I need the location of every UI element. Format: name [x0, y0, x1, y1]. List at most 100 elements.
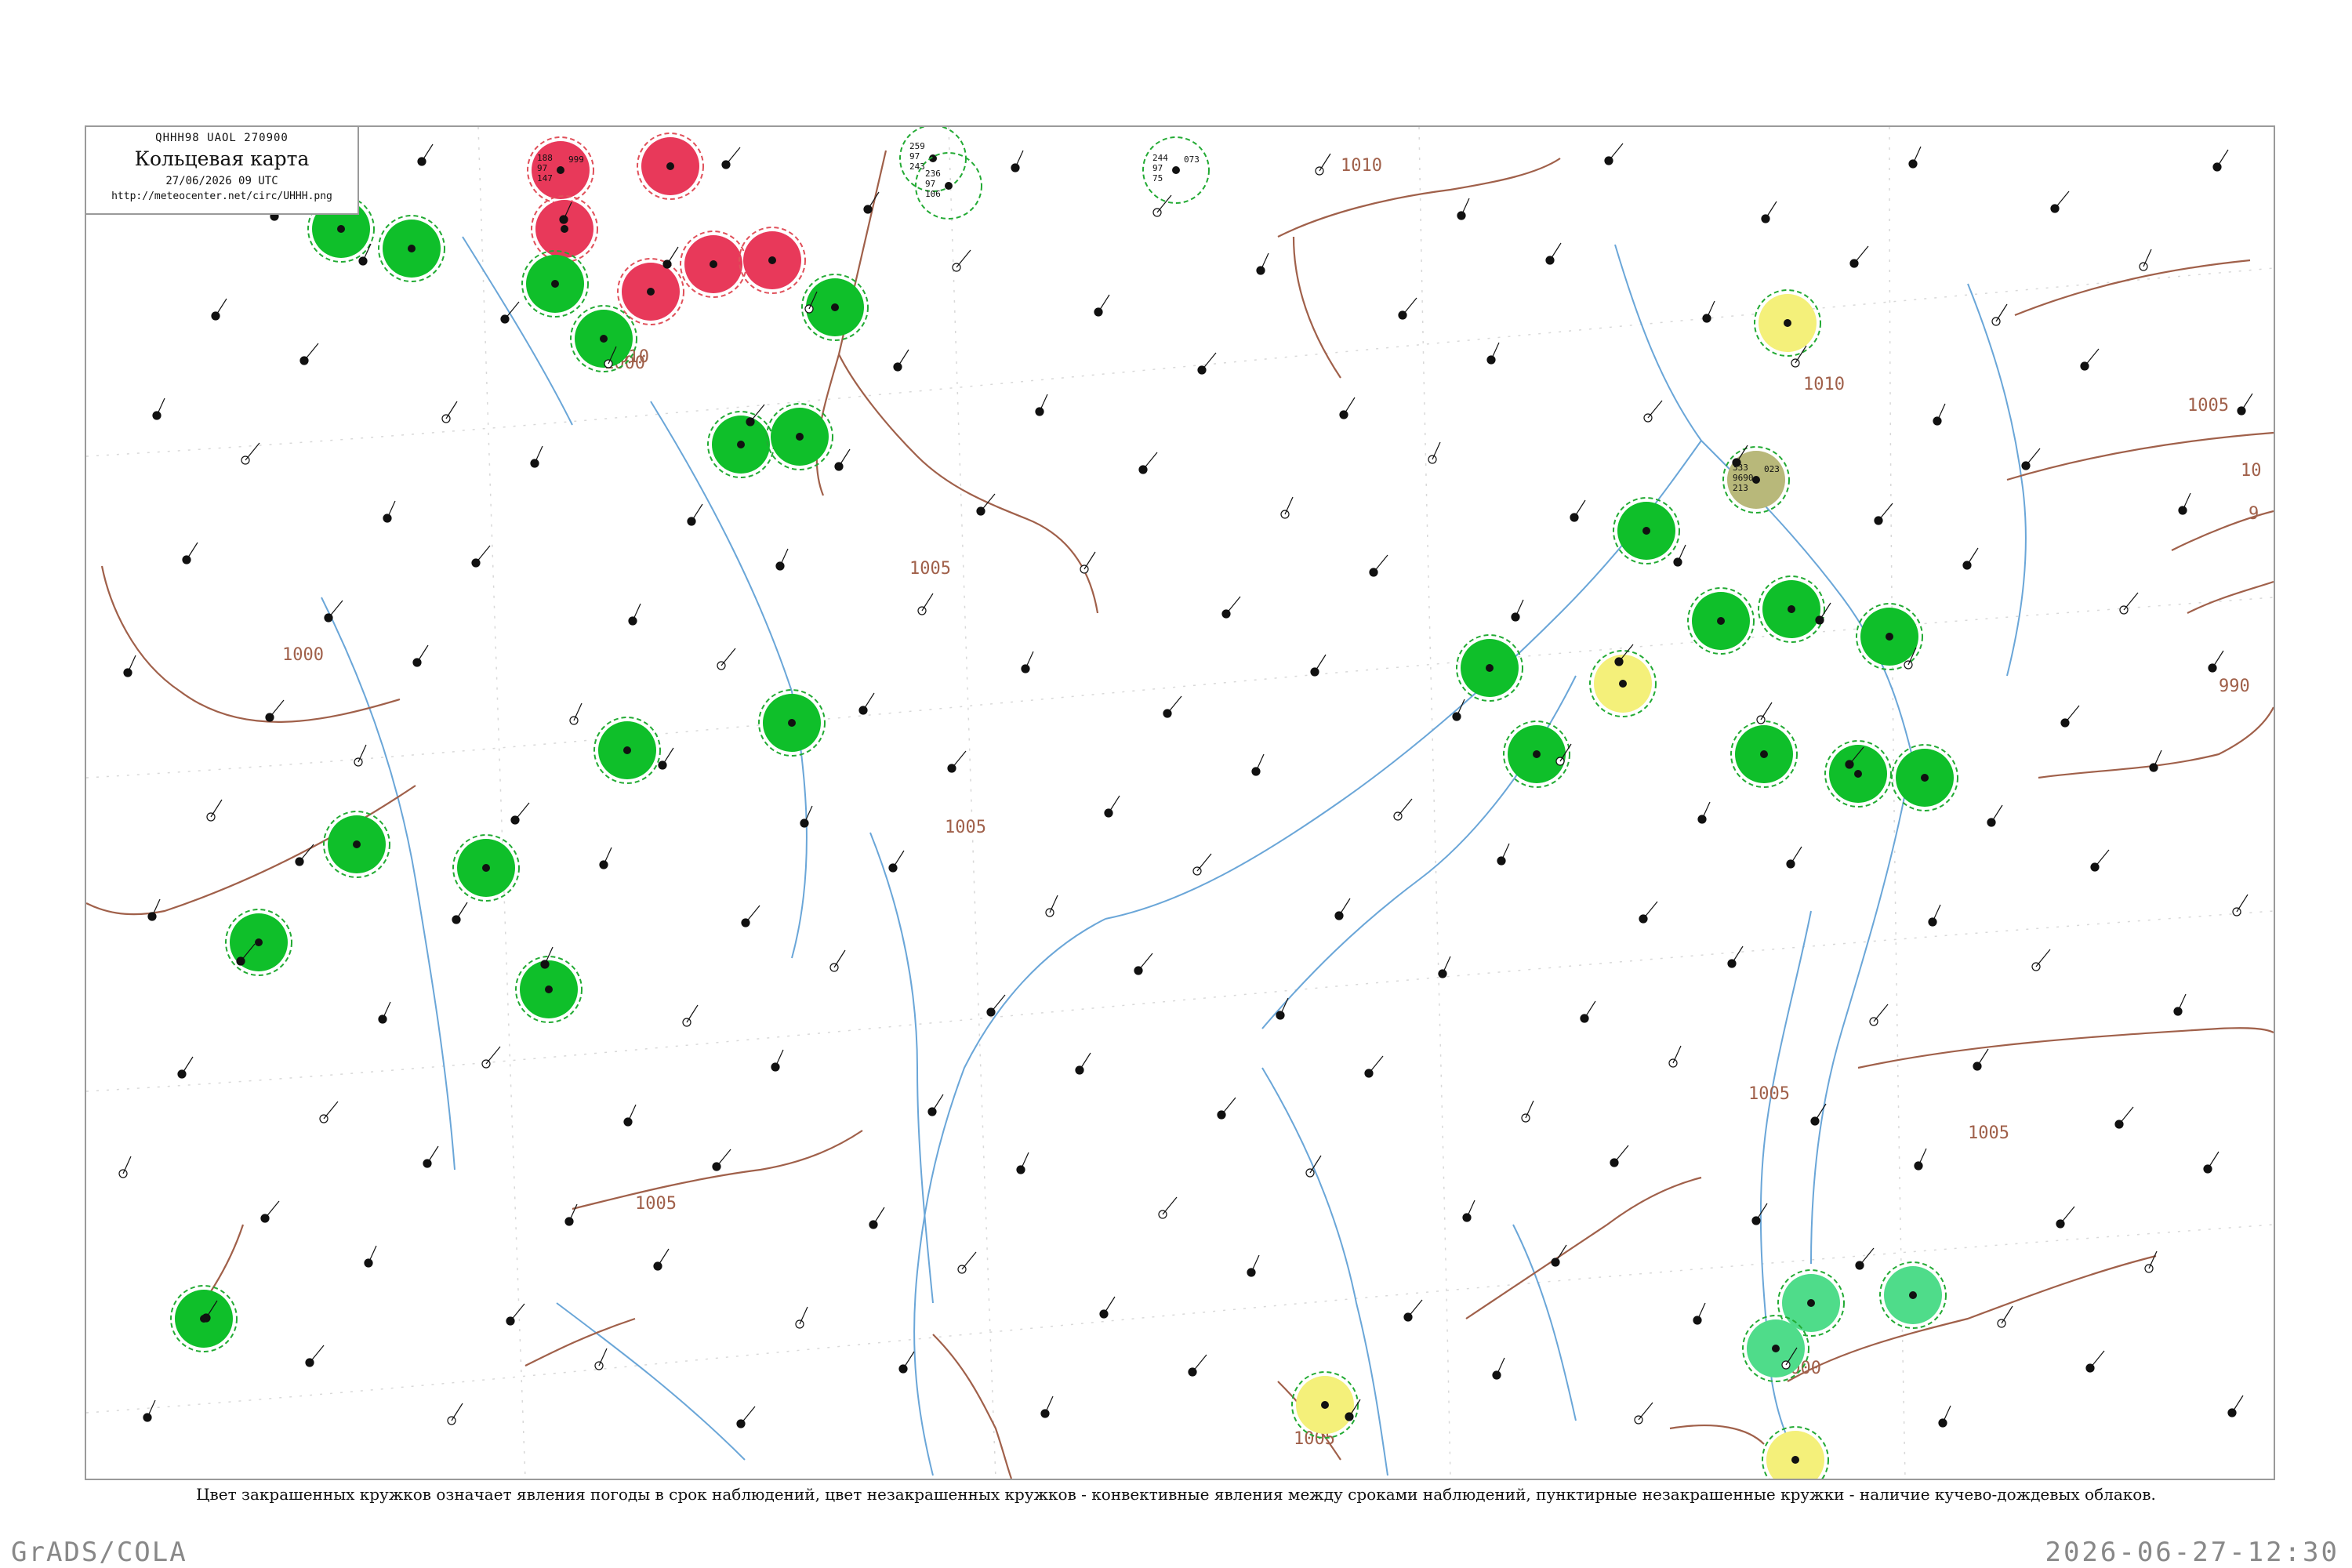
weather-station	[1758, 575, 1825, 643]
station-marker	[775, 548, 789, 571]
station-pressure: 073	[1184, 154, 1200, 165]
station-marker	[1991, 303, 2008, 326]
wind-barb	[1549, 242, 1562, 261]
wind-barb	[1819, 602, 1831, 621]
station-marker	[721, 147, 741, 169]
wind-barb	[1584, 1000, 1596, 1019]
cb-cloud-ring	[1291, 1371, 1359, 1439]
cb-cloud-ring	[1879, 1261, 1947, 1329]
station-marker	[2080, 348, 2100, 371]
station-marker	[2119, 592, 2139, 615]
station-marker	[1668, 1045, 1682, 1068]
wind-barb	[1461, 198, 1470, 216]
wind-barb	[1309, 1155, 1322, 1174]
isobar-label: 1000	[282, 645, 324, 665]
station-marker	[2060, 705, 2080, 728]
station-marker	[952, 249, 971, 272]
wind-barb	[1525, 1100, 1534, 1119]
station-value: 243	[909, 162, 925, 172]
station-marker	[500, 301, 520, 324]
station-marker	[1011, 150, 1024, 172]
cb-cloud-ring	[915, 152, 982, 220]
station-value: 97	[925, 179, 935, 189]
wind-barb	[1201, 352, 1217, 371]
wind-barb	[1814, 1103, 1827, 1122]
weather-station	[766, 403, 833, 470]
station-marker	[378, 1001, 391, 1024]
wind-barb	[2118, 1106, 2134, 1125]
wind-barb	[1025, 651, 1034, 670]
station-marker	[1398, 297, 1417, 320]
wind-barb	[1397, 798, 1413, 817]
wind-barb	[1790, 846, 1802, 865]
station-marker	[795, 1306, 808, 1329]
weather-station	[1742, 1315, 1809, 1382]
station-marker	[2050, 191, 2070, 213]
station-marker	[2232, 894, 2249, 916]
isobar-label: 9	[2249, 504, 2259, 524]
station-marker	[2237, 393, 2253, 416]
wind-barb	[1976, 1048, 1989, 1067]
station-marker	[1035, 394, 1048, 416]
station-value: 97	[1152, 163, 1163, 173]
wind-barb	[2025, 448, 2041, 466]
wind-barb	[1314, 654, 1327, 673]
isobar-label: 1005	[2187, 396, 2229, 416]
wind-barb	[2231, 1395, 2244, 1414]
station-marker	[888, 850, 905, 873]
wind-barb	[779, 548, 789, 567]
isobar-label: 1005	[945, 818, 986, 837]
cb-cloud-ring	[739, 227, 806, 294]
station-marker	[1497, 843, 1510, 866]
cb-cloud-ring	[452, 834, 520, 902]
weather-station	[1687, 587, 1755, 655]
station-marker	[1094, 294, 1110, 317]
station-marker	[1438, 956, 1451, 978]
station-marker	[1938, 1405, 1951, 1428]
cb-cloud-ring	[307, 195, 375, 263]
station-marker	[1021, 651, 1034, 673]
wind-barb	[504, 301, 520, 320]
wind-barb	[1912, 146, 1922, 165]
station-marker	[858, 692, 875, 715]
station-dot	[1717, 617, 1725, 625]
map-canvas: 1010 1010 1010 1005 1005 1005 1005 1005 …	[86, 127, 2274, 1479]
station-dot	[1784, 319, 1791, 327]
cb-cloud-ring	[1589, 650, 1657, 717]
weather-station	[739, 227, 806, 294]
station-marker	[564, 1203, 578, 1226]
station-marker	[1080, 551, 1096, 574]
wind-barb	[1049, 895, 1058, 913]
wind-barb	[862, 692, 875, 711]
station-dot	[337, 225, 345, 233]
wind-barb	[2035, 949, 2051, 967]
wind-barb	[426, 1145, 439, 1164]
station-value: 259	[909, 141, 925, 151]
wind-barb	[931, 1094, 944, 1112]
isobar-label: 1005	[1748, 1084, 1790, 1104]
weather-station	[637, 132, 704, 200]
wind-barb	[2064, 705, 2080, 724]
station-marker	[1393, 798, 1413, 821]
wind-barb	[662, 747, 674, 766]
wind-barb	[1192, 1354, 1207, 1373]
wind-barb	[1279, 997, 1289, 1016]
station-dot	[561, 225, 568, 233]
station-value: 213	[1733, 483, 1748, 493]
wind-barb	[1731, 946, 1744, 964]
wind-barb	[2148, 1250, 2158, 1269]
weather-station	[515, 956, 583, 1023]
wind-barb	[2001, 1305, 2013, 1324]
wind-barb	[1991, 804, 2003, 823]
station-marker	[1217, 1097, 1236, 1120]
map-url[interactable]: http://meteocenter.net/circ/UHHH.png	[111, 191, 332, 202]
wind-barb	[1878, 503, 1893, 521]
wind-barb	[921, 593, 934, 612]
wind-barb	[147, 1399, 156, 1418]
wind-barb	[1936, 403, 1946, 422]
cb-cloud-ring	[1613, 497, 1680, 564]
